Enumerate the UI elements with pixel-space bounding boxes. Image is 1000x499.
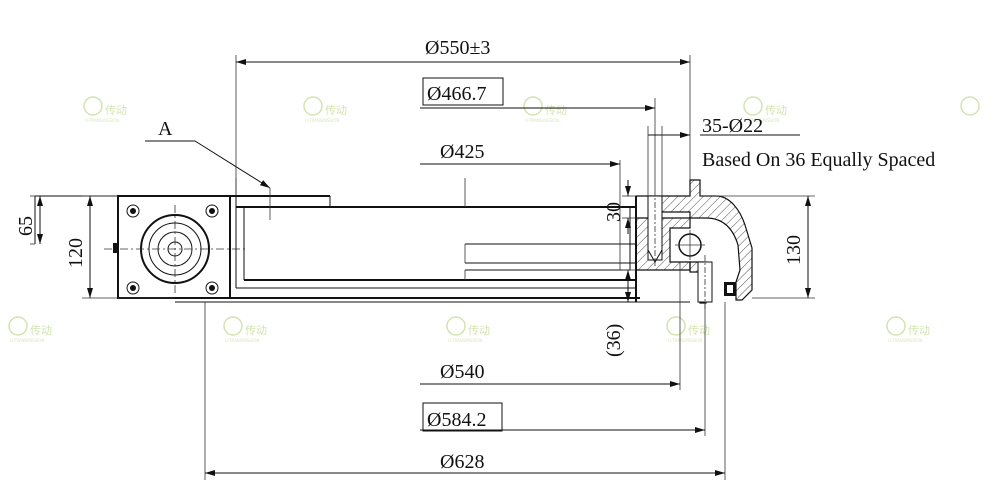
dim-h130-label: 130: [783, 235, 805, 265]
dim-d628-label: Ø628: [440, 451, 484, 473]
dim-d584-label: Ø584.2: [427, 409, 486, 431]
watermark-logo: 传动 U-TRANSMISSION: [223, 316, 267, 343]
watermark-subtext: U-TRANSMISSION: [225, 338, 259, 343]
watermark-text: 传动: [325, 104, 347, 117]
dim-h120-label: 120: [65, 238, 87, 268]
watermark-subtext: U-TRANSMISSION: [888, 338, 922, 343]
watermark-logo: 传动 U-TRANSMISSION: [446, 316, 490, 343]
dim-d540-label: Ø540: [440, 361, 484, 383]
dimension-lines: [30, 55, 815, 480]
watermark-logo: 传动 U-TRANSMISSION: [83, 96, 127, 123]
bolt-note-label: Based On 36 Equally Spaced: [702, 149, 935, 171]
dim-h30-label: 30: [603, 202, 625, 222]
watermark-subtext: U-TRANSMISSION: [745, 118, 779, 123]
watermark-subtext: U-TRANSMISSION: [85, 118, 119, 123]
watermark-subtext: U-TRANSMISSION: [305, 118, 339, 123]
watermark-subtext: U-TRANSMISSION: [448, 338, 482, 343]
motor-flange: [104, 195, 246, 299]
watermark-logo: 传动 U-TRANSMISSION: [523, 96, 567, 123]
dim-h36-label: (36): [603, 324, 625, 357]
dim-d584-box: [422, 402, 503, 432]
watermark-text: 传动: [468, 324, 490, 337]
watermark-text: 传动: [245, 324, 267, 337]
watermark-text: 传动: [105, 104, 127, 117]
watermark-logo: 传动 U-TRANSMISSION: [886, 316, 930, 343]
watermark-layer: 传动 U-TRANSMISSION 传动 U-TRANSMISSION 传动 U…: [8, 96, 980, 343]
dim-d550-label: Ø550±3: [425, 37, 490, 59]
dim-d425-label: Ø425: [440, 141, 484, 163]
dim-d466-box: [422, 77, 504, 106]
watermark-subtext: U-TRANSMISSION: [668, 338, 702, 343]
watermark-text: 传动: [688, 324, 710, 337]
dim-d466-label: Ø466.7: [427, 83, 486, 105]
watermark-text: 传动: [765, 104, 787, 117]
detail-a-label: A: [158, 118, 173, 140]
dim-h65-label: 65: [15, 216, 37, 236]
watermark-logo: 传动 U-TRANSMISSION: [303, 96, 347, 123]
watermark-subtext: U-TRANSMISSION: [525, 118, 559, 123]
watermark-text: 传动: [545, 104, 567, 117]
watermark-logo: 传动 U-TRANSMISSION: [8, 316, 52, 343]
watermark-subtext: U-TRANSMISSION: [10, 338, 44, 343]
watermark-text: 传动: [30, 324, 52, 337]
watermark-logo: 传动 U-TRANSMISSION: [743, 96, 787, 123]
watermark-logo: [960, 96, 980, 116]
bearing-cross-section: [619, 160, 753, 310]
bolt-holes-label: 35-Ø22: [702, 115, 763, 137]
dimension-labels: Ø550±3 Ø466.7 Ø425 35-Ø22 Based On 36 Eq…: [15, 37, 935, 473]
watermark-text: 传动: [908, 324, 930, 337]
watermark-logo: 传动 U-TRANSMISSION: [666, 316, 710, 343]
